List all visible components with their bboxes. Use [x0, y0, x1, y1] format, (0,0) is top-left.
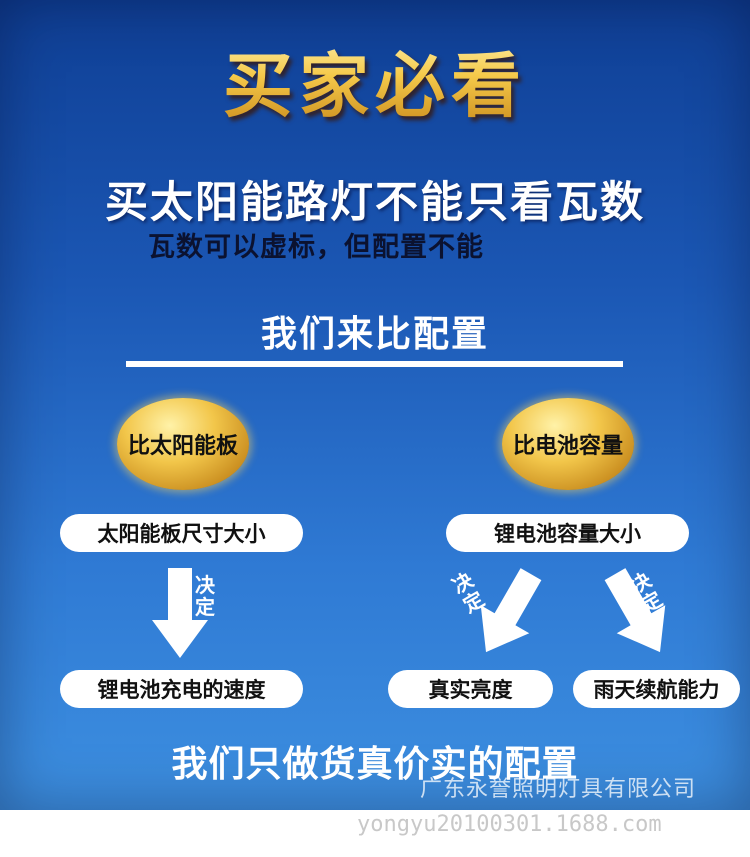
bottom-slogan: 我们只做货真价实的配置	[171, 744, 579, 785]
company-watermark: 广东永誉照明灯具有限公司	[420, 776, 697, 801]
divider-line	[126, 361, 623, 367]
charging-speed-pill: 锂电池充电的速度	[60, 670, 303, 708]
note-text: 瓦数可以虚标，但配置不能	[148, 232, 484, 263]
diagonal-down-right-arrow-icon	[604, 568, 666, 653]
footer-strip	[0, 810, 750, 857]
diagonal-down-left-arrow-icon	[480, 568, 542, 653]
shop-url-watermark: yongyu20100301.1688.com	[357, 812, 662, 837]
solar-panel-badge: 比太阳能板	[117, 398, 249, 490]
subtitle: 买太阳能路灯不能只看瓦数	[105, 178, 645, 228]
rainy-endurance-pill: 雨天续航能力	[573, 670, 740, 708]
solar-panel-size-pill: 太阳能板尺寸大小	[60, 514, 303, 552]
down-arrow-icon	[152, 568, 208, 658]
arrow-label-left: 决定	[195, 573, 215, 619]
battery-capacity-pill: 锂电池容量大小	[446, 514, 689, 552]
battery-capacity-badge: 比电池容量	[502, 398, 634, 490]
headline: 买家必看	[0, 30, 750, 131]
brightness-pill: 真实亮度	[388, 670, 553, 708]
compare-heading: 我们来比配置	[260, 314, 489, 355]
